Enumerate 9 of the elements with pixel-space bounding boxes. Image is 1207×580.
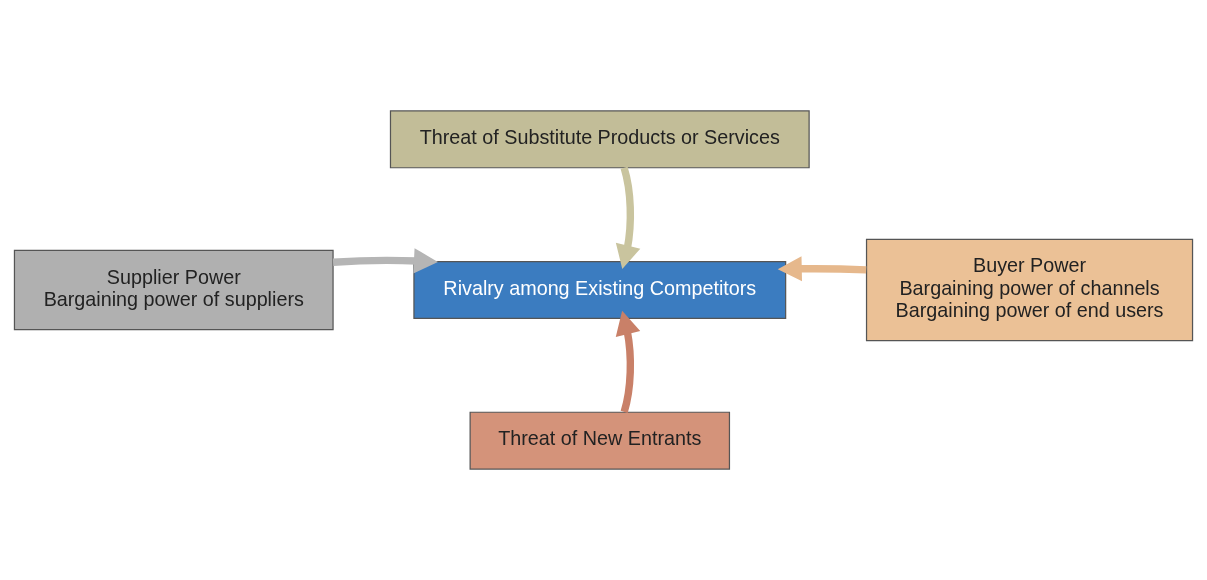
arrow [615, 166, 641, 269]
arrow [332, 248, 438, 274]
node-box: Rivalry among Existing Competitors [413, 261, 787, 319]
node-box: Threat of Substitute Products or Services [389, 110, 810, 169]
node-box: Supplier Power Bargaining power of suppliers [13, 249, 334, 331]
node-box: Threat of New Entrants [469, 411, 731, 470]
arrow [777, 256, 867, 282]
arrow [615, 310, 641, 413]
node-box: Buyer Power Bargaining power of channels Bargaining power of end users [865, 238, 1194, 342]
